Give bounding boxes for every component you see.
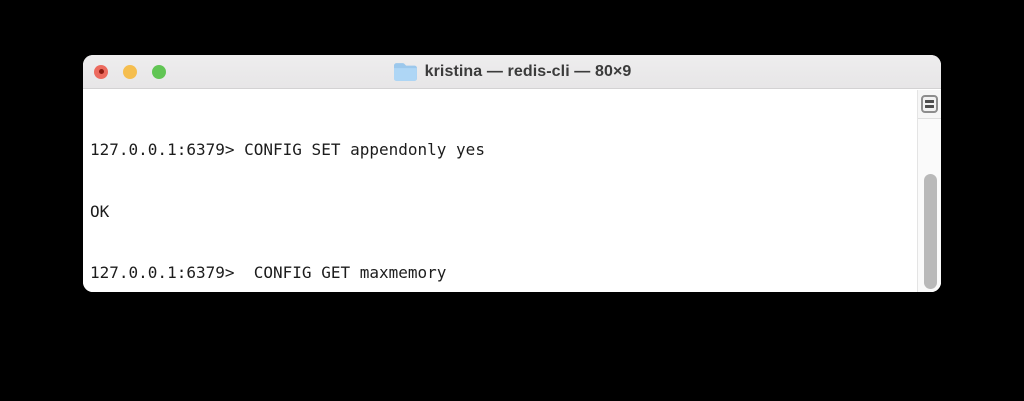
window-title: kristina — redis-cli — 80×9 <box>424 62 632 80</box>
terminal-line: 127.0.0.1:6379> CONFIG GET maxmemory <box>90 263 447 282</box>
terminal-output[interactable]: 127.0.0.1:6379> CONFIG SET appendonly ye… <box>83 90 941 292</box>
scrollbar-thumb[interactable] <box>924 174 937 289</box>
split-pane-cell <box>918 90 941 119</box>
terminal-line: OK <box>90 201 110 221</box>
split-pane-icon[interactable] <box>921 95 938 113</box>
minimize-button[interactable] <box>123 64 137 79</box>
folder-icon <box>393 62 418 82</box>
split-pane-bar <box>925 100 934 103</box>
split-pane-bar <box>925 105 934 108</box>
window-titlebar[interactable]: kristina — redis-cli — 80×9 <box>83 55 941 89</box>
window-title-group: kristina — redis-cli — 80×9 <box>393 62 632 82</box>
terminal-line: 127.0.0.1:6379> CONFIG SET appendonly ye… <box>90 140 485 159</box>
window-controls <box>94 55 166 88</box>
zoom-button[interactable] <box>152 64 166 79</box>
close-button[interactable] <box>94 64 108 79</box>
unsaved-dot <box>98 69 104 74</box>
scrollbar-track[interactable] <box>917 90 941 292</box>
terminal-window: kristina — redis-cli — 80×9 127.0.0.1:63… <box>83 55 941 292</box>
